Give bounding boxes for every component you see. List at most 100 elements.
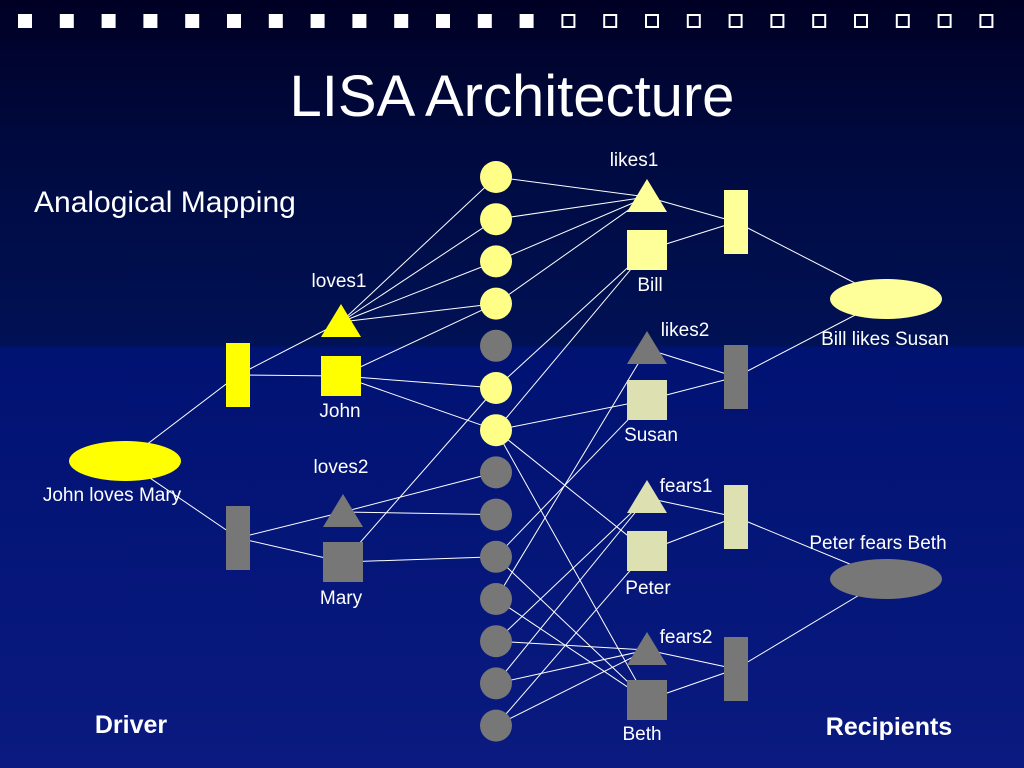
header-square-outline xyxy=(812,14,827,28)
connection-line xyxy=(495,640,648,651)
connection-line xyxy=(340,303,497,323)
semantic-unit-active xyxy=(480,372,512,404)
beth-fears2-binding-bar xyxy=(724,637,748,701)
semantic-unit-inactive xyxy=(480,456,512,489)
connection-line xyxy=(646,348,737,378)
header-square-outline xyxy=(937,14,952,28)
header-square-outline xyxy=(645,14,659,28)
connection-line xyxy=(495,556,648,701)
peter-fears-beth-proposition xyxy=(830,559,942,599)
connection-line xyxy=(495,399,648,431)
semantic-unit-active xyxy=(480,414,512,447)
connection-line xyxy=(495,176,648,198)
loves2-triangle xyxy=(323,494,363,527)
connection-line xyxy=(340,260,497,323)
john-label: John xyxy=(319,401,361,422)
connection-line xyxy=(495,497,648,684)
connection-line xyxy=(340,218,497,323)
semantic-unit-inactive xyxy=(480,498,512,531)
recipients-heading: Recipients xyxy=(825,713,953,741)
driver-heading: Driver xyxy=(94,711,168,739)
semantic-unit-active xyxy=(480,161,512,193)
likes2-triangle xyxy=(627,331,667,364)
connection-line xyxy=(495,196,648,262)
connection-line xyxy=(495,598,648,701)
header-square-outline xyxy=(854,14,868,28)
header-square-filled xyxy=(268,14,283,28)
header-square-outline xyxy=(686,14,701,28)
likes2-label: likes2 xyxy=(660,320,710,341)
connection-line xyxy=(495,429,648,552)
susan-square xyxy=(627,380,667,420)
mary-label: Mary xyxy=(319,588,363,609)
connection-line xyxy=(495,249,648,431)
header-square-outline xyxy=(561,14,576,28)
fears1-label: fears1 xyxy=(659,476,713,497)
header-square-filled xyxy=(59,14,74,28)
bill-square xyxy=(627,230,667,270)
bill-likes1-binding-bar xyxy=(724,190,748,254)
connection-line xyxy=(340,375,497,389)
susan-likes2-binding-bar xyxy=(724,345,748,409)
header-square-filled xyxy=(143,14,158,28)
semantic-unit-inactive xyxy=(480,709,512,742)
header-square-filled xyxy=(352,14,367,28)
network-nodes xyxy=(69,161,942,742)
header-square-filled xyxy=(436,14,450,28)
semantic-unit-inactive xyxy=(480,625,512,658)
fears2-label: fears2 xyxy=(659,627,713,648)
connection-line xyxy=(646,649,737,670)
header-square-filled xyxy=(101,14,116,28)
connection-line xyxy=(237,321,342,376)
connection-line xyxy=(495,497,648,642)
header-square-outline xyxy=(895,14,910,28)
peter-square xyxy=(627,531,667,571)
loves2-label: loves2 xyxy=(313,457,369,478)
bill-likes-susan-proposition xyxy=(830,279,942,319)
connection-line xyxy=(646,196,737,223)
loves1-triangle xyxy=(321,304,361,337)
beth-label: Beth xyxy=(622,724,662,745)
connection-line xyxy=(495,399,648,558)
likes1-triangle xyxy=(627,179,667,212)
bill-label: Bill xyxy=(637,275,663,296)
connection-line xyxy=(495,249,648,389)
john-square xyxy=(321,356,361,396)
beth-square xyxy=(627,680,667,720)
john-loves-mary-label: John loves Mary xyxy=(42,485,182,506)
header-square-filled xyxy=(477,14,492,28)
connection-line xyxy=(495,196,648,305)
connection-line xyxy=(495,348,648,600)
header-square-filled xyxy=(310,14,325,28)
semantic-unit-inactive xyxy=(480,329,512,362)
connection-line xyxy=(646,497,737,518)
header-square-outline xyxy=(979,14,994,28)
connection-line xyxy=(495,550,648,726)
header-square-strip xyxy=(18,14,994,28)
bill-likes-susan-label: Bill likes Susan xyxy=(821,329,949,350)
connection-line xyxy=(495,429,648,701)
header-square-filled xyxy=(185,14,200,28)
susan-label: Susan xyxy=(624,425,678,446)
connection-line xyxy=(495,196,648,220)
semantic-unit-inactive xyxy=(480,583,512,615)
loves1-label: loves1 xyxy=(311,271,367,292)
connection-line xyxy=(342,387,497,563)
semantic-unit-inactive xyxy=(480,540,512,573)
connection-line xyxy=(340,303,497,377)
slide-subtitle: Analogical Mapping xyxy=(34,186,296,219)
semantic-unit-active xyxy=(480,287,512,320)
fears1-triangle xyxy=(627,480,667,513)
likes1-label: likes1 xyxy=(609,150,659,171)
slide-title: LISA Architecture xyxy=(289,64,735,129)
connection-line xyxy=(340,176,497,323)
header-square-filled xyxy=(227,14,241,28)
connection-line xyxy=(495,649,648,727)
connection-line xyxy=(340,375,497,431)
john-loves-mary-proposition xyxy=(69,441,181,481)
header-square-filled xyxy=(394,14,409,28)
connection-line xyxy=(342,471,497,513)
semantic-unit-active xyxy=(480,245,512,278)
